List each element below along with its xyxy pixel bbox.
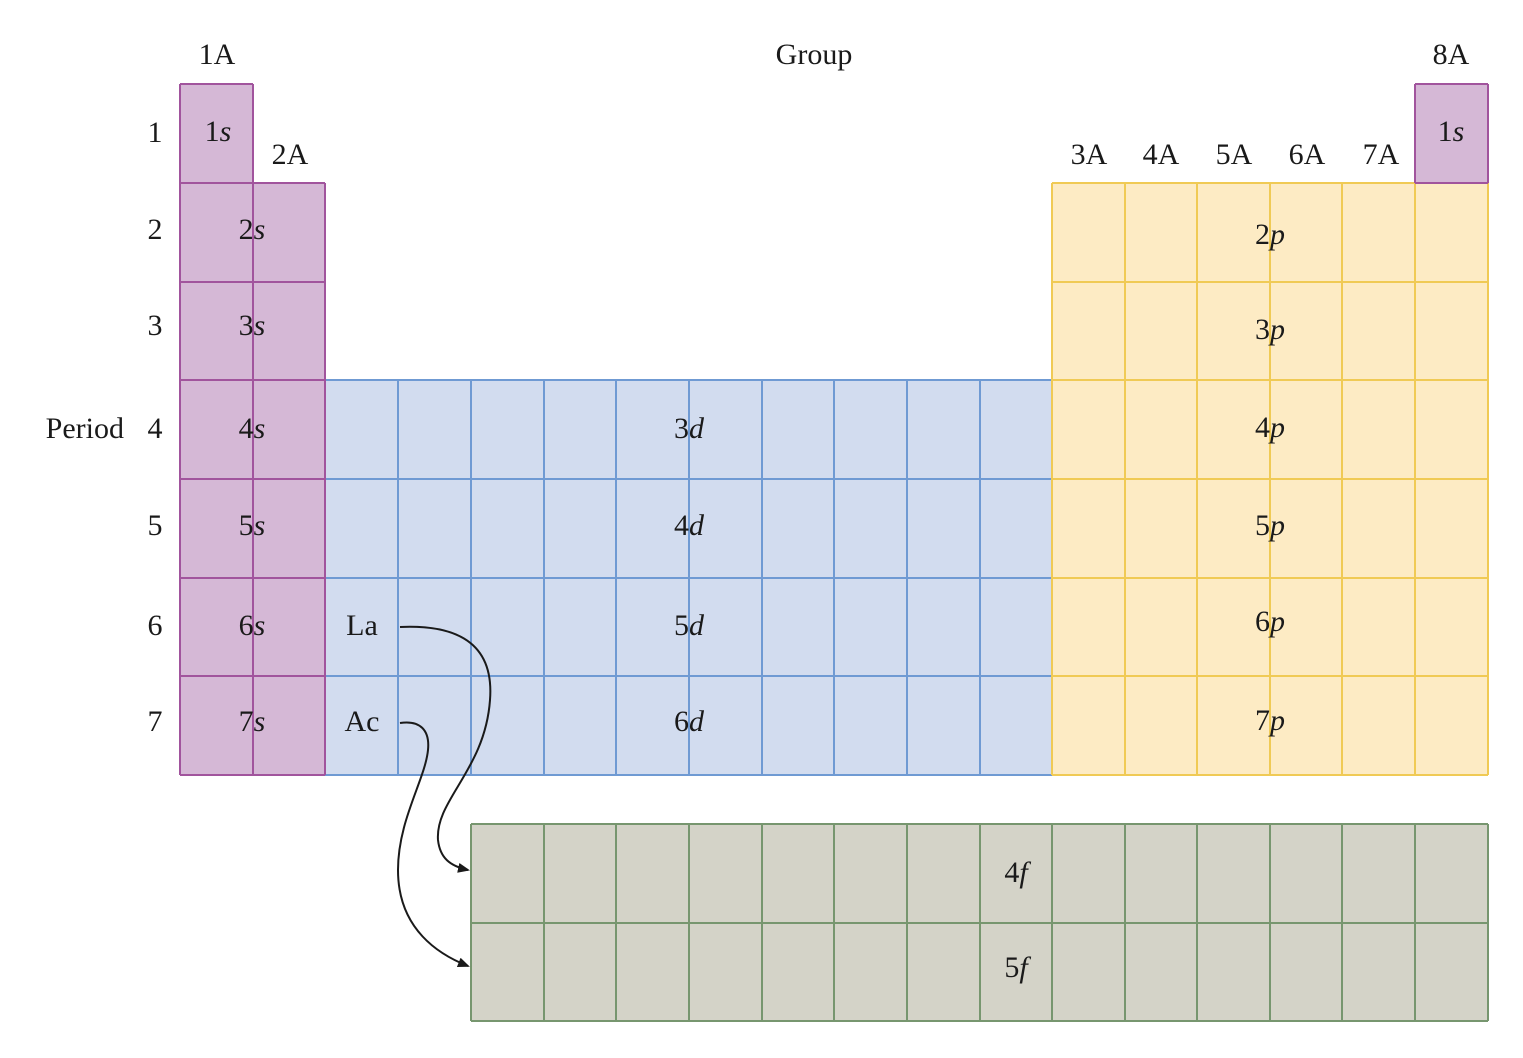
d-block-label-5d: 5d	[674, 609, 705, 642]
p-block-label-4p: 4p	[1255, 411, 1285, 444]
period-title: Period	[46, 412, 124, 445]
actinium-label: Ac	[345, 705, 380, 738]
group-8A-label: 8A	[1433, 38, 1470, 71]
group-4A-label: 4A	[1143, 138, 1180, 171]
period-4-label: 4	[148, 412, 163, 445]
period-5-label: 5	[148, 509, 163, 542]
lanthanum-label: La	[346, 609, 378, 642]
p-block-label-5p: 5p	[1255, 509, 1285, 542]
s-block-label-2s: 2s	[239, 213, 266, 246]
d-block-label-3d: 3d	[674, 412, 705, 445]
period-3-label: 3	[148, 309, 163, 342]
group-6A-label: 6A	[1289, 138, 1326, 171]
group-7A-label: 7A	[1363, 138, 1400, 171]
group-5A-label: 5A	[1216, 138, 1253, 171]
f-block-label-5f: 5f	[1004, 951, 1031, 984]
period-7-label: 7	[148, 705, 163, 738]
actinide-arrow	[396, 721, 470, 967]
period-2-label: 2	[148, 213, 163, 246]
p-block-label-7p: 7p	[1255, 704, 1285, 737]
p-block-label-2p: 2p	[1255, 218, 1285, 251]
d-block-label-4d: 4d	[674, 509, 705, 542]
f-block-label-4f: 4f	[1004, 856, 1031, 889]
s-block-label-7s: 7s	[239, 705, 266, 738]
lanthanide-arrow	[399, 625, 492, 873]
s-block-label-6s: 6s	[239, 609, 266, 642]
period-6-label: 6	[148, 609, 163, 642]
s-block-label-8A-1s: 1s	[1438, 115, 1465, 148]
s-block-label-4s: 4s	[239, 412, 266, 445]
group-3A-label: 3A	[1071, 138, 1108, 171]
group-1A-label: 1A	[199, 38, 236, 71]
s-block-label-5s: 5s	[239, 509, 266, 542]
group-title: Group	[776, 38, 853, 71]
group-2A-label: 2A	[272, 138, 309, 171]
p-block-label-3p: 3p	[1255, 313, 1285, 346]
d-block-label-6d: 6d	[674, 705, 705, 738]
period-1-label: 1	[148, 116, 163, 149]
s-block-8A-period-1	[1415, 84, 1488, 183]
block-cells	[179, 83, 1489, 1022]
s-block-label-1s: 1s	[205, 115, 232, 148]
s-block-label-3s: 3s	[239, 309, 266, 342]
p-block-label-6p: 6p	[1255, 605, 1285, 638]
s-block-period-1	[180, 84, 253, 183]
